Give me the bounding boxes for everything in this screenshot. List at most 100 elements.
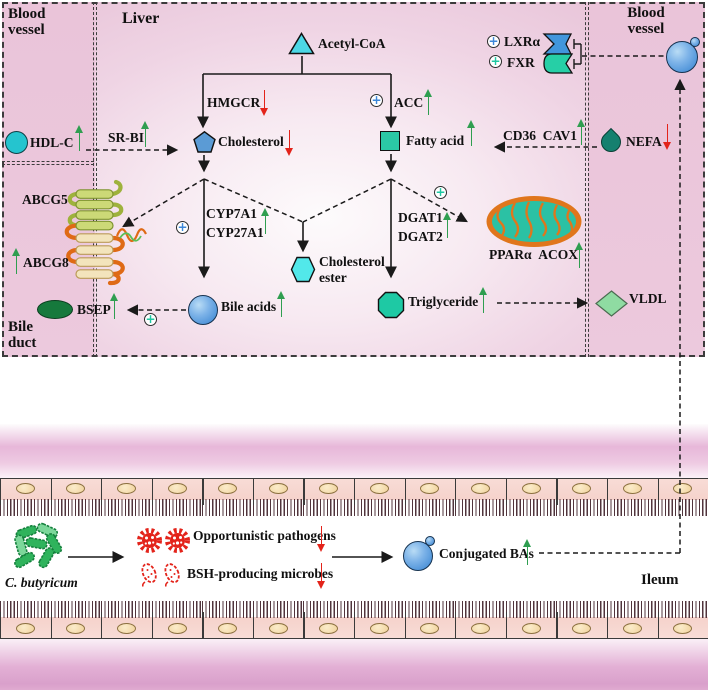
conjugated-bas-increase-arrow-icon (522, 539, 533, 566)
fatty-acid-square-icon (380, 131, 400, 151)
acc-increase-arrow-icon (423, 89, 434, 116)
cell-nucleus (319, 623, 339, 634)
cyp27a1-label: CYP27A1 (206, 225, 264, 240)
ileum-label: Ileum (641, 572, 679, 588)
cell-nucleus (521, 483, 541, 494)
intestinal-lumen-band-top (0, 424, 708, 478)
abcg5-abcg8-transporter-icon (64, 179, 147, 286)
fatty-acid-label: Fatty acid (406, 133, 465, 148)
cell-nucleus (622, 483, 642, 494)
epithelium-bottom-row (0, 600, 708, 639)
abcg8-label: ABCG8 (23, 255, 69, 270)
epithelial-cell (303, 479, 355, 517)
epithelial-cell (606, 479, 658, 517)
conjugated-bas-label: Conjugated BAs (439, 546, 534, 561)
hmgcr-decrease-arrow-icon (259, 89, 270, 116)
acc-activation-plus-icon (370, 94, 383, 107)
epithelial-cell (202, 479, 253, 517)
cholesterol-ester-label-line2: ester (319, 270, 347, 285)
cholesterol-decrease-arrow-icon (284, 129, 295, 156)
cell-nucleus (369, 623, 389, 634)
cell-nucleus (369, 483, 389, 494)
epithelial-cell (0, 479, 51, 517)
epithelial-cell (455, 600, 506, 638)
panel-title-liver: Liver (122, 10, 160, 27)
epithelial-cell (252, 479, 304, 517)
hdl-c-increase-arrow-icon (74, 125, 85, 152)
mitochondria-icon (486, 196, 582, 247)
cell-nucleus (218, 623, 238, 634)
blood-bile-acid-bump-icon (690, 37, 700, 47)
cell-nucleus (521, 623, 541, 634)
c-butyricum-bacteria-icon (14, 522, 63, 569)
bsh-microbes-decrease-arrow-icon (316, 562, 327, 589)
lxr-receptor-icon (542, 33, 573, 55)
sr-bi-label: SR-BI (108, 130, 145, 145)
bsep-increase-arrow-icon (109, 293, 120, 320)
left-membrane-divider (93, 2, 97, 357)
nefa-decrease-arrow-icon (662, 123, 673, 150)
left-blood-vessel-background (2, 2, 95, 357)
vldl-label: VLDL (629, 291, 667, 306)
epithelial-cell (151, 479, 203, 517)
bsep-label: BSEP (77, 302, 111, 317)
epithelial-cell (556, 600, 607, 638)
dgat2-label: DGAT2 (398, 229, 443, 244)
epithelial-cell (657, 600, 708, 638)
panel-title-bile-duct: Bile duct (8, 319, 37, 352)
cell-nucleus (66, 623, 86, 634)
epithelium-top-row (0, 478, 708, 517)
epithelial-cell (252, 600, 304, 638)
cell-nucleus (572, 483, 592, 494)
epithelial-cell (657, 479, 708, 517)
bsh-microbes-label: BSH-producing microbes (187, 566, 334, 581)
conjugated-bas-sphere-icon (403, 541, 433, 571)
epithelial-cell (101, 479, 152, 517)
epithelial-cell (303, 600, 355, 638)
epithelial-cell (202, 600, 253, 638)
cyp7a1-label: CYP7A1 (206, 206, 257, 221)
conjugated-bas-bump-icon (425, 536, 435, 546)
lxr-activation-plus-icon (487, 35, 500, 48)
cell-nucleus (470, 623, 490, 634)
cell-nucleus (673, 483, 693, 494)
epithelial-cell (606, 600, 658, 638)
ppara-acox-label: PPARα ACOX (489, 247, 579, 262)
bsep-ellipse-icon (37, 300, 73, 319)
bsh-microbe-icon (141, 563, 157, 587)
epithelial-cell (505, 600, 557, 638)
epithelial-cell (101, 600, 152, 638)
cell-nucleus (167, 483, 187, 494)
epithelial-cell (404, 600, 456, 638)
epithelial-cell (50, 479, 102, 517)
cell-nucleus (572, 623, 592, 634)
cyp-activation-plus-icon (176, 221, 189, 234)
opportunistic-pathogens-label: Opportunistic pathogens (193, 528, 336, 543)
triglyceride-increase-arrow-icon (478, 287, 489, 314)
epithelial-cell (50, 600, 102, 638)
hmgcr-label: HMGCR (207, 95, 261, 110)
epithelial-cell (354, 479, 405, 517)
hdl-c-label: HDL-C (30, 135, 74, 150)
cell-nucleus (622, 623, 642, 634)
acetyl-coa-label: Acetyl-CoA (318, 36, 386, 51)
cd36-cav1-label: CD36 CAV1 (503, 128, 578, 143)
dgat-increase-arrow-icon (442, 212, 453, 239)
epithelial-cell (151, 600, 203, 638)
pathogens-decrease-arrow-icon (316, 525, 327, 552)
cell-nucleus (319, 483, 339, 494)
cholesterol-label: Cholesterol (218, 134, 284, 149)
dgat-activation-plus-icon (434, 186, 447, 199)
cell-nucleus (218, 483, 238, 494)
cell-nucleus (268, 623, 288, 634)
intestinal-lumen-band-bottom (0, 638, 708, 690)
bile-acids-sphere-icon (188, 295, 218, 325)
cell-nucleus (66, 483, 86, 494)
nefa-label: NEFA (626, 134, 662, 149)
epithelial-cell (505, 479, 557, 517)
c-butyricum-label: C. butyricum (5, 575, 78, 590)
vldl-diamond-icon (595, 290, 628, 317)
fxr-label: FXR (507, 55, 535, 70)
cell-nucleus (116, 623, 136, 634)
